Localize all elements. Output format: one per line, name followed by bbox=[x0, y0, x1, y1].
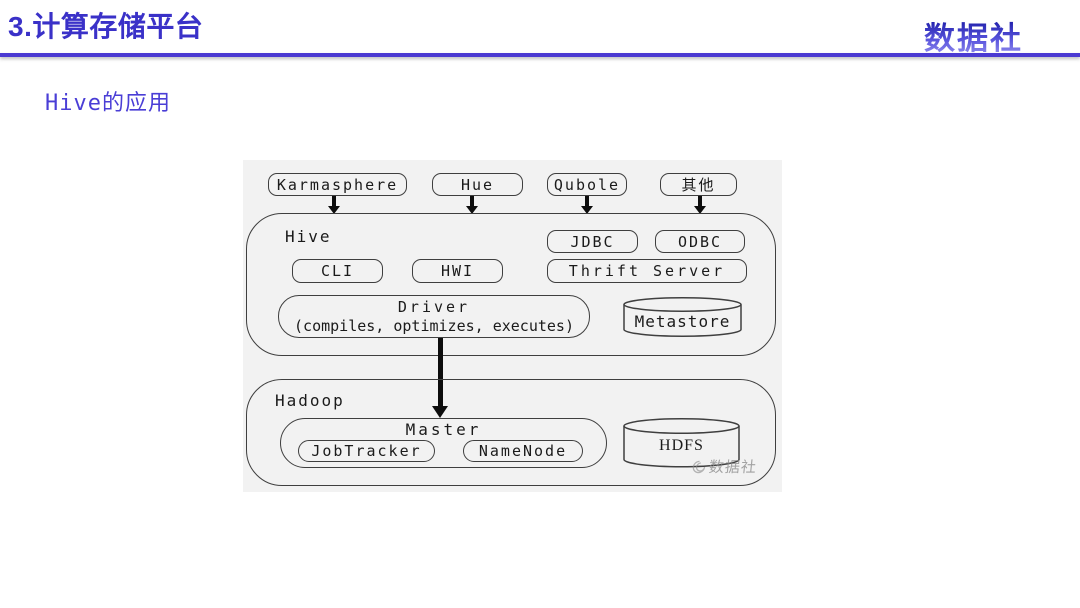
odbc-box: ODBC bbox=[655, 230, 745, 253]
client-box-other: 其他 bbox=[660, 173, 737, 196]
arrow-karmasphere-to-hive-icon bbox=[328, 196, 340, 214]
driver-title: Driver bbox=[397, 297, 471, 316]
watermark-text: 数据社 bbox=[708, 458, 758, 476]
brand-logo: 数据社 bbox=[924, 13, 1023, 58]
hadoop-container: Hadoop bbox=[246, 379, 776, 486]
master-box bbox=[280, 418, 607, 468]
arrow-qubole-to-hive-icon bbox=[581, 196, 593, 214]
client-box-hue: Hue bbox=[432, 173, 523, 196]
arrow-hue-to-hive-icon bbox=[466, 196, 478, 214]
hdfs-cylinder: HDFS bbox=[623, 418, 740, 468]
jdbc-box: JDBC bbox=[547, 230, 638, 253]
cli-box: CLI bbox=[292, 259, 383, 283]
cylinder-icon bbox=[623, 297, 742, 337]
master-label: Master bbox=[405, 420, 482, 439]
client-box-karmasphere: Karmasphere bbox=[268, 173, 407, 196]
cylinder-icon bbox=[623, 418, 740, 468]
page-title: 3.计算存储平台 bbox=[8, 11, 204, 42]
hadoop-container-label: Hadoop bbox=[275, 391, 345, 410]
hive-container-label: Hive bbox=[285, 227, 332, 246]
driver-box: Driver (compiles, optimizes, executes) bbox=[278, 295, 590, 338]
driver-subtitle: (compiles, optimizes, executes) bbox=[294, 316, 574, 335]
hdfs-label: HDFS bbox=[659, 437, 704, 454]
thrift-server-box: Thrift Server bbox=[547, 259, 747, 283]
namenode-box: NameNode bbox=[463, 440, 583, 462]
metastore-cylinder: Metastore bbox=[623, 297, 742, 337]
arrow-other-to-hive-icon bbox=[694, 196, 706, 214]
client-box-qubole: Qubole bbox=[547, 173, 627, 196]
arrow-driver-to-master-icon bbox=[432, 338, 448, 418]
watermark: 数据社 bbox=[690, 456, 758, 477]
metastore-label: Metastore bbox=[634, 312, 731, 331]
section-subtitle: Hive的应用 bbox=[45, 91, 171, 116]
hive-container: Hive bbox=[246, 213, 776, 356]
hive-architecture-diagram: Karmasphere Hue Qubole 其他 Hive JDBC ODBC… bbox=[243, 160, 782, 492]
jobtracker-box: JobTracker bbox=[298, 440, 435, 462]
header-divider bbox=[0, 53, 1080, 57]
hwi-box: HWI bbox=[412, 259, 503, 283]
watermark-swirl-icon bbox=[692, 460, 706, 473]
